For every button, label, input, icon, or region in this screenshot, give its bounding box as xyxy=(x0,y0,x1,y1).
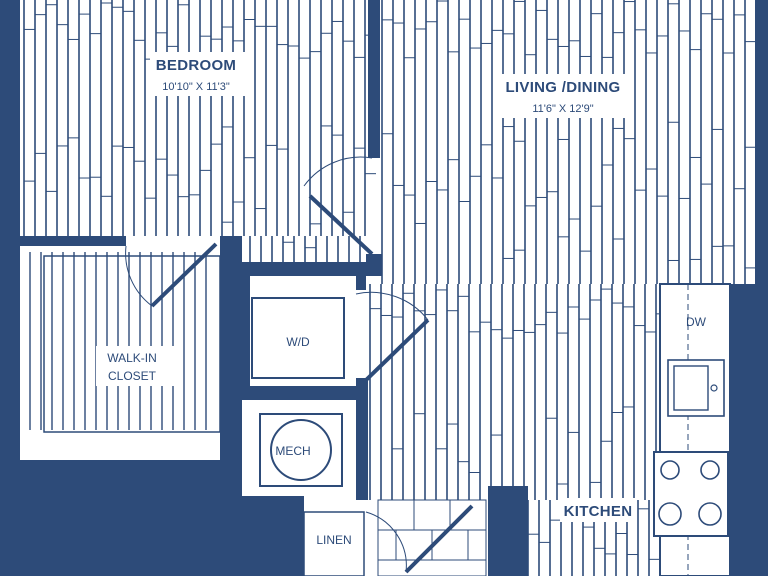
burner-icon xyxy=(700,460,720,480)
dishwasher-label: DW xyxy=(686,315,707,329)
burner-icon xyxy=(698,502,722,526)
burner-icon xyxy=(660,460,680,480)
hardwood-floor-pattern xyxy=(23,0,756,576)
doors xyxy=(125,156,474,574)
faucet-icon xyxy=(710,384,718,392)
mech-unit xyxy=(259,413,343,487)
bedroom-dimensions: 10'10" X 11'3" xyxy=(162,81,230,93)
bedroom-label: BEDROOM xyxy=(156,57,236,74)
laundry-door xyxy=(362,318,430,384)
walk-in-closet-label-line2: CLOSET xyxy=(108,369,157,383)
closet-door xyxy=(150,242,218,308)
room-labels: BEDROOM 10'10" X 11'3" LIVING /DINING 11… xyxy=(96,52,707,547)
burner-icon xyxy=(658,502,682,526)
entry-door xyxy=(404,504,474,574)
entry-tile-floor xyxy=(377,499,487,576)
bedroom-door-swing xyxy=(303,156,373,187)
living-dining-dimensions: 11'6" X 12'9" xyxy=(532,103,593,115)
walk-in-closet-label: WALK-IN xyxy=(107,351,157,365)
linen-closet xyxy=(303,511,365,576)
kitchen-counter xyxy=(653,283,731,576)
laundry-door-swing xyxy=(355,291,429,321)
mech-room xyxy=(242,400,354,496)
bedroom-door xyxy=(308,194,374,256)
linen-label: LINEN xyxy=(316,533,351,547)
washer-dryer-unit xyxy=(251,297,345,379)
sink-basin xyxy=(673,365,709,411)
stove xyxy=(653,451,729,537)
living-dining-label: LIVING /DINING xyxy=(505,79,620,96)
kitchen-label: KITCHEN xyxy=(564,503,633,520)
mech-label: MECH xyxy=(275,444,310,458)
washer-dryer-label: W/D xyxy=(286,335,310,349)
mech-circle xyxy=(270,419,332,481)
linen-door-swing xyxy=(365,511,407,573)
washer-dryer-room xyxy=(236,276,356,379)
closet-door-swing xyxy=(125,245,153,307)
